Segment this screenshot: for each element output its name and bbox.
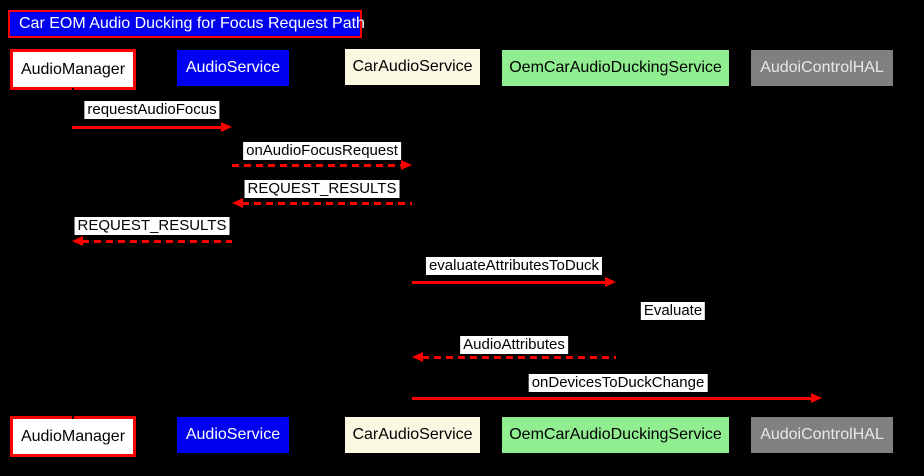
lifeline-car-audio-service bbox=[411, 88, 413, 416]
lifeline-audio-manager bbox=[72, 88, 74, 419]
message-label-evaluate-self: Evaluate bbox=[640, 302, 706, 320]
arrow-on-devices-to-duck-change bbox=[412, 397, 812, 400]
participant-audio-manager-bottom: AudioManager bbox=[10, 416, 136, 457]
arrow-evaluate-attributes-to-duck bbox=[412, 281, 606, 284]
arrow-on-audio-focus-request bbox=[232, 164, 402, 167]
participant-oem-car-audio-ducking-service-top: OemCarAudioDuckingService bbox=[502, 50, 729, 86]
arrow-audio-attributes bbox=[422, 356, 616, 359]
participant-audio-service-top: AudioService bbox=[177, 50, 289, 86]
diagram-title: Car EOM Audio Ducking for Focus Request … bbox=[8, 10, 365, 38]
arrowhead-right-icon bbox=[401, 160, 412, 170]
arrow-request-results-2 bbox=[82, 240, 232, 243]
arrowhead-left-icon bbox=[412, 352, 423, 362]
message-label-audio-attributes: AudioAttributes bbox=[460, 336, 568, 354]
arrow-request-results-1 bbox=[242, 202, 412, 205]
participant-car-audio-service-bottom: CarAudioService bbox=[345, 417, 480, 453]
participant-audio-service-bottom: AudioService bbox=[177, 417, 289, 453]
lifeline-oem-car-audio-ducking-service bbox=[615, 88, 617, 416]
lifeline-audio-service bbox=[232, 88, 234, 416]
arrowhead-left-icon bbox=[232, 198, 243, 208]
message-label-evaluate-attributes-to-duck: evaluateAttributesToDuck bbox=[425, 257, 603, 275]
message-label-on-audio-focus-request: onAudioFocusRequest bbox=[243, 142, 401, 160]
arrowhead-right-icon bbox=[221, 122, 232, 132]
participant-audio-manager-top: AudioManager bbox=[10, 49, 136, 90]
participant-oem-car-audio-ducking-service-bottom: OemCarAudioDuckingService bbox=[502, 417, 729, 453]
arrowhead-right-icon bbox=[811, 393, 822, 403]
message-label-request-results-1: REQUEST_RESULTS bbox=[244, 180, 400, 198]
message-label-on-devices-to-duck-change: onDevicesToDuckChange bbox=[528, 374, 708, 392]
arrow-request-audio-focus bbox=[72, 126, 222, 129]
arrowhead-left-icon bbox=[72, 236, 83, 246]
message-label-request-results-2: REQUEST_RESULTS bbox=[74, 217, 230, 235]
arrowhead-right-icon bbox=[605, 277, 616, 287]
participant-car-audio-service-top: CarAudioService bbox=[345, 49, 480, 85]
participant-audoi-control-hal-bottom: AudoiControlHAL bbox=[751, 417, 893, 453]
message-label-request-audio-focus: requestAudioFocus bbox=[84, 101, 220, 119]
participant-audoi-control-hal-top: AudoiControlHAL bbox=[751, 50, 893, 86]
lifeline-audoi-control-hal bbox=[821, 88, 823, 416]
